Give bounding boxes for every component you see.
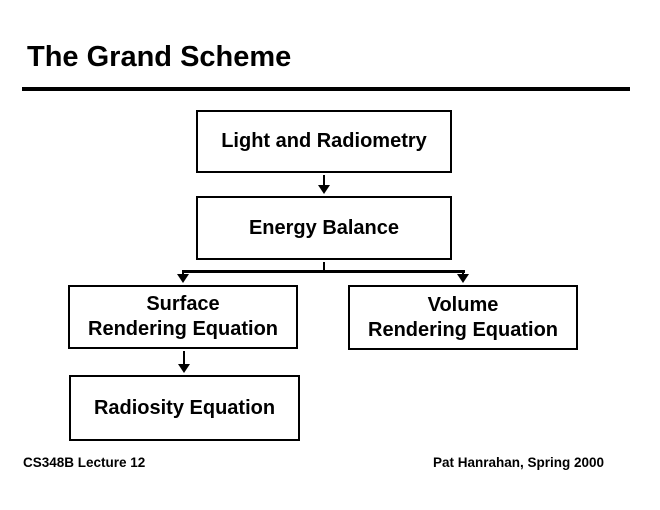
branch-left-drop-line xyxy=(182,270,184,275)
footer-course-lecture: CS348B Lecture 12 xyxy=(23,455,146,470)
node-label: Volume Rendering Equation xyxy=(368,293,558,341)
arrow-down-icon xyxy=(178,364,190,373)
arrow-down-icon xyxy=(177,274,189,283)
node-label: Radiosity Equation xyxy=(93,396,276,419)
branch-horizontal-line xyxy=(182,270,465,273)
node-radiosity-equation: Radiosity Equation xyxy=(69,375,300,441)
node-label: Light and Radiometry xyxy=(221,130,427,152)
node-volume-rendering-equation: Volume Rendering Equation xyxy=(348,285,578,350)
node-light-and-radiometry: Light and Radiometry xyxy=(196,110,452,173)
arrow-down-icon xyxy=(318,185,330,194)
arrow-down-icon xyxy=(457,274,469,283)
node-label: Surface Rendering Equation xyxy=(88,293,278,340)
page-title: The Grand Scheme xyxy=(27,41,292,73)
branch-right-drop-line xyxy=(462,270,464,275)
node-label: Energy Balance xyxy=(248,216,400,239)
footer-author-term: Pat Hanrahan, Spring 2000 xyxy=(432,455,604,470)
node-energy-balance: Energy Balance xyxy=(196,196,452,260)
arrow-surface-to-radiosity-line xyxy=(183,351,185,365)
node-surface-rendering-equation: Surface Rendering Equation xyxy=(68,285,298,349)
arrow-light-to-energy-line xyxy=(323,175,325,186)
arrow-energy-stem-line xyxy=(323,262,325,272)
title-underline-rule xyxy=(22,87,630,91)
